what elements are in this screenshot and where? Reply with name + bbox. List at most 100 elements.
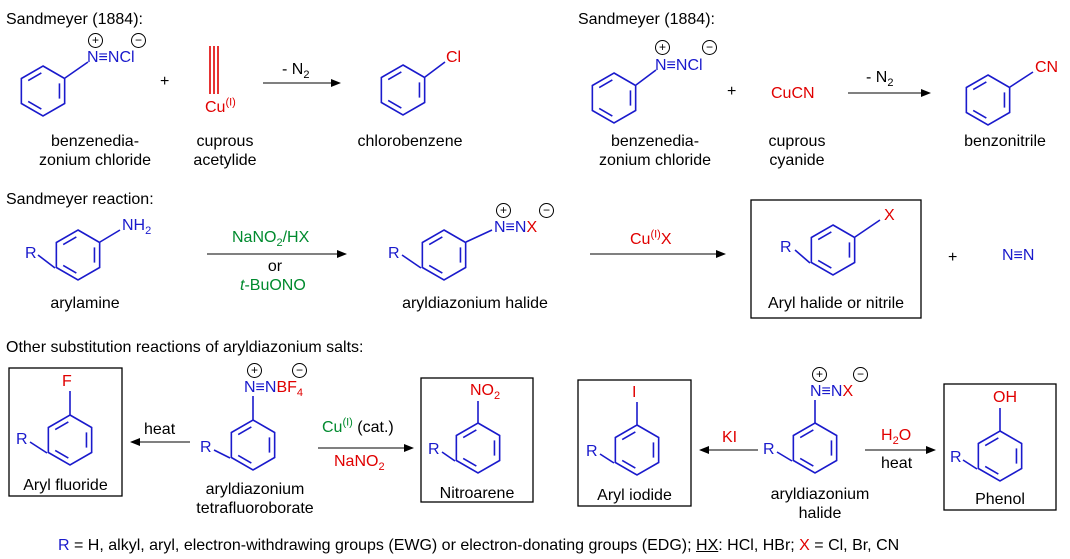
diazo-group-r2: N≡NX [494, 219, 538, 236]
reagent-nano2-hx: NaNO2/HX [232, 229, 310, 250]
oh-substituent: OH [993, 389, 1017, 406]
cu-acetylide-label: Cu(I) [205, 96, 236, 116]
name-aryldiazonium-r3: aryldiazonium [770, 486, 870, 503]
r-group-halide-r3: R [763, 441, 775, 458]
r-group-diazo: R [388, 245, 400, 262]
minus-charge-icon: − [292, 363, 307, 378]
diazo-group-r1r: N≡NCl [655, 57, 703, 74]
box-label-nitroarene: Nitroarene [439, 485, 515, 502]
plus-charge-icon: + [812, 367, 827, 382]
ring-benzonitrile-double-bond-2 [972, 81, 987, 91]
box-label-phenol: Phenol [975, 491, 1025, 508]
ring-diazonium-r1r-double-bond-1 [598, 107, 613, 117]
box-label-aryl-halide: Aryl halide or nitrile [767, 295, 905, 312]
box-aryl-halide [750, 199, 922, 319]
reagent-or: or [267, 258, 283, 275]
name-halide-r3: halide [798, 505, 842, 522]
ring-chlorobenzene-double-bond-1 [387, 99, 402, 109]
plus-r1r: + [727, 83, 737, 100]
bond-n-r1r [635, 69, 657, 86]
acetylide-triple-bond [209, 46, 219, 94]
footer-legend: R = H, alkyl, aryl, electron-withdrawing… [58, 537, 900, 554]
name-chlorobenzene: chlorobenzene [357, 133, 463, 150]
bond-cn [1009, 71, 1034, 88]
name-benzenediazonium-r: benzenedia- [610, 133, 700, 150]
f-substituent: F [62, 373, 72, 390]
box-label-aryl-iodide: Aryl iodide [597, 487, 672, 504]
ring-benzonitrile-double-bond-1 [972, 109, 987, 119]
name-cyanide: cyanide [769, 152, 825, 169]
bond-r-halide [794, 249, 811, 264]
bond-r-bf4 [213, 449, 231, 459]
no2-substituent: NO2 [470, 382, 501, 403]
bond-r-nitro [441, 451, 456, 462]
minus-charge-icon: − [702, 40, 717, 55]
name-benzonitrile: benzonitrile [964, 133, 1046, 150]
ring-nitroarene-double-bond-2 [462, 429, 477, 439]
bond-r-iodide [599, 453, 615, 464]
plus-r1l: + [160, 73, 170, 90]
box-nitroarene [420, 377, 534, 503]
i-substituent: I [632, 384, 637, 401]
cn-substituent: CN [1035, 59, 1059, 76]
plus-charge-icon: + [88, 33, 103, 48]
h2o-reagent: H2O [881, 427, 912, 448]
bond-r-r3 [776, 451, 793, 462]
ring-aryl-iodide-double-bond-1 [621, 459, 636, 469]
heading-sandmeyer-reaction: Sandmeyer reaction: [6, 191, 154, 208]
diazo-group-r3: N≡NX [810, 383, 854, 400]
ring-chlorobenzene [380, 64, 426, 116]
bond-nh2 [99, 229, 121, 243]
ring-aryl-fluoride-double-bond-2 [54, 421, 69, 431]
r-group-halide: R [780, 239, 792, 256]
ring-aryl-iodide-double-bond-2 [621, 431, 636, 441]
dinitrogen: N≡N [1002, 247, 1035, 264]
ring-diazonium-r1r [591, 72, 637, 124]
ring-diazonium-bf4-double-bond-1 [237, 454, 252, 464]
reagent-cu-x: Cu(I)X [630, 228, 672, 248]
ring-arylamine-double-bond-1 [62, 264, 77, 274]
bond-r-amine [37, 254, 56, 269]
name-cuprous-r: cuprous [768, 133, 826, 150]
minus-charge-icon: − [853, 367, 868, 382]
ring-diazonium-r1r-double-bond-2 [598, 79, 613, 89]
minus-charge-icon: − [539, 203, 554, 218]
diazo-group-r1l: N≡NCl [87, 49, 135, 66]
ring-phenol-double-bond-1 [984, 465, 999, 475]
ring-phenol [977, 430, 1023, 482]
name-aryldiazonium-halide: aryldiazonium halide [402, 295, 548, 312]
ring-diazonium-r1l-double-bond-1 [27, 100, 42, 110]
name-acetylide: acetylide [193, 152, 257, 169]
ring-benzonitrile [965, 74, 1011, 126]
heading-sandmeyer-right: Sandmeyer (1884): [578, 11, 715, 28]
name-cuprous-l: cuprous [196, 133, 254, 150]
ring-phenol-double-bond-2 [984, 437, 999, 447]
name-benzenediazonium-l2: zonium chloride [38, 152, 152, 169]
ring-arylamine-double-bond-2 [62, 236, 77, 246]
ring-aryldiazonium-r2-double-bond-2 [428, 236, 443, 246]
bond-r-fluoride [29, 441, 48, 454]
bond-r-diazo [401, 254, 422, 269]
plus-r2: + [948, 249, 958, 266]
plus-charge-icon: + [655, 40, 670, 55]
ring-aryldiazonium-r2-double-bond-1 [428, 264, 443, 274]
ring-aryl-iodide [614, 424, 660, 476]
diazo-bf4-group: N≡NBF4 [244, 379, 304, 400]
cl-substituent: Cl [446, 49, 462, 66]
name-benzenediazonium-r2: zonium chloride [598, 152, 712, 169]
ring-diazonium-r3-double-bond-2 [799, 429, 814, 439]
ki-reagent: KI [722, 429, 738, 446]
ring-diazonium-r3 [792, 422, 838, 474]
ring-aryldiazonium-r2 [421, 229, 467, 281]
ring-aryl-halide-double-bond-2 [817, 231, 832, 241]
reagent-cu-cat: Cu(I) (cat.) [322, 416, 394, 436]
plus-charge-icon: + [247, 363, 262, 378]
ring-nitroarene [455, 422, 501, 474]
minus-charge-icon: − [131, 33, 146, 48]
ring-aryl-fluoride-double-bond-1 [54, 449, 69, 459]
reagent-tbuono: t-BuONO [240, 277, 306, 294]
box-label-aryl-fluoride: Aryl fluoride [23, 477, 108, 494]
ring-arylamine [55, 229, 101, 281]
r-group-fluoride: R [16, 431, 28, 448]
